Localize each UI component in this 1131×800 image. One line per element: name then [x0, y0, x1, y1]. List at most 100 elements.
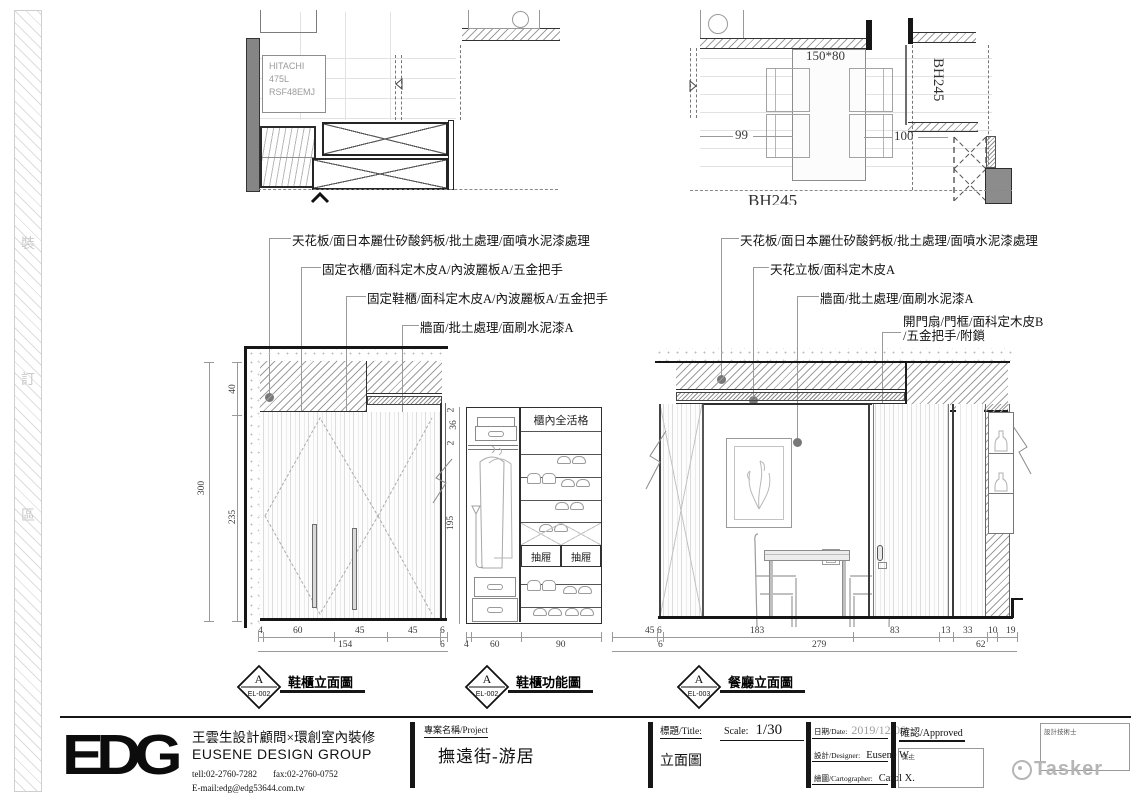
date-row: 日期/Date: 2019/12/06: [814, 721, 906, 739]
storage-box: [474, 577, 516, 597]
chair-back-line: [883, 69, 884, 111]
designer-underline: [812, 761, 888, 762]
bh-label-vertical: BH245: [928, 58, 948, 122]
door-handle: [312, 524, 317, 608]
dim-line-h: [258, 651, 448, 652]
dashed-line: [912, 45, 913, 190]
callout-text: 牆面/批土處理/面刷水泥漆A: [820, 292, 974, 306]
shoes-icon: [526, 466, 556, 484]
watermark: Tasker: [1012, 758, 1103, 781]
grid-line: [258, 98, 456, 99]
callout-hook: [346, 296, 366, 297]
grid-line: [258, 118, 456, 119]
dim-line-v: [237, 362, 238, 622]
date-label: 日期/Date:: [814, 727, 848, 736]
break-arrow: [1012, 425, 1032, 475]
company-email: E-mail:edg@edg53644.com.tw: [192, 783, 305, 793]
shoes-icon: [554, 492, 584, 510]
door-swing-marker: [689, 80, 697, 92]
sheet-title-label: 標題/Title:: [660, 723, 702, 739]
drawer-label: 抽屜: [531, 552, 551, 564]
owner-box-label: 業主: [902, 754, 915, 761]
dim-40: 40: [227, 384, 238, 394]
shelf-line: [521, 477, 601, 478]
dim-b: 45: [645, 626, 655, 636]
ceiling-line: [655, 361, 1010, 363]
dim-tick: [471, 632, 472, 642]
view-arrow: [310, 192, 330, 204]
grid-line: [258, 78, 456, 79]
concrete-band: [247, 349, 260, 625]
titleblock-divider: [891, 722, 896, 788]
entry-door: [872, 404, 950, 617]
dim-b2: 62: [976, 640, 986, 650]
elevation-marker: A EL-002: [464, 664, 510, 710]
marker-letter: A: [695, 672, 704, 686]
dim-line-h: [466, 637, 602, 638]
door-handle: [877, 545, 883, 561]
ceiling-bulkhead: [367, 361, 442, 394]
project-name: 撫遠街-游居: [438, 747, 535, 766]
dim-b: 4: [464, 640, 469, 650]
designer-value: Eusene W.: [866, 750, 911, 761]
shelf-line: [262, 157, 314, 158]
box-handle: [487, 584, 503, 590]
title-underline: [720, 690, 805, 693]
door-frame: [948, 404, 949, 617]
fixture-circle: [512, 11, 529, 28]
cert-box-label: 設計技術士: [1044, 729, 1077, 736]
drawer: 抽屜: [521, 545, 561, 567]
shoe-rack-plan: [260, 126, 316, 188]
approved-underline: [899, 740, 965, 742]
dim-tick: [232, 362, 242, 363]
ceiling-step: [905, 363, 1008, 412]
callout-hook: [797, 296, 819, 297]
callout-text: 固定鞋櫃/面科定木皮A/內波麗板A/五金把手: [367, 292, 608, 306]
floor-dashed-line: [258, 189, 558, 190]
dim-b: 83: [890, 626, 900, 636]
shelf-line: [521, 500, 601, 501]
dim-b2: 6: [658, 640, 663, 650]
elevation-marker: A EL-003: [676, 664, 722, 710]
carto-underline: [812, 784, 888, 785]
marker-letter: A: [483, 672, 492, 686]
callout-leader: [269, 238, 270, 394]
dim-300: 300: [197, 480, 208, 496]
fridge-label: HITACHI: [269, 61, 305, 71]
dim-v: 36: [448, 420, 459, 430]
dashed-line: [460, 45, 461, 120]
dim-tick: [1017, 632, 1018, 642]
scale-row: Scale: 1/30: [724, 721, 782, 739]
bh-text: BH245: [748, 191, 798, 205]
cabinet-plan: [322, 122, 448, 156]
wall-corner: [260, 10, 317, 33]
dim-tick: [939, 632, 940, 642]
dim-tick: [232, 621, 242, 622]
fridge-label: 475L: [269, 74, 290, 84]
carto-value: Carol X.: [878, 773, 915, 784]
titleblock-divider: [410, 722, 415, 788]
wall-outline: [244, 346, 247, 628]
door-frame: [868, 404, 870, 617]
dim-leader: [864, 137, 892, 138]
dim-tick: [263, 632, 264, 642]
dim-b: 60: [490, 640, 500, 650]
break-arrow: [645, 430, 667, 490]
callout-text: 天花立板/面科定木皮A: [770, 263, 896, 277]
shelf-line: [521, 522, 601, 523]
drawer-label: 抽屜: [571, 552, 591, 564]
door-swing-dashed: [953, 136, 987, 202]
hanging-clothes: [471, 446, 513, 569]
dim-tick: [997, 632, 998, 642]
dim-b: 183: [750, 626, 765, 636]
edg-logo: EDG: [62, 722, 183, 787]
table-leg: [842, 561, 846, 618]
date-value: 2019/12/06: [851, 723, 906, 737]
dim-leader: [753, 136, 793, 137]
cabinet-edge: [440, 403, 442, 620]
shoes-icon: [564, 598, 594, 616]
dim-line-h: [612, 637, 1017, 638]
elevation-marker: A EL-002: [236, 664, 282, 710]
scale-value: 1/30: [755, 722, 783, 738]
